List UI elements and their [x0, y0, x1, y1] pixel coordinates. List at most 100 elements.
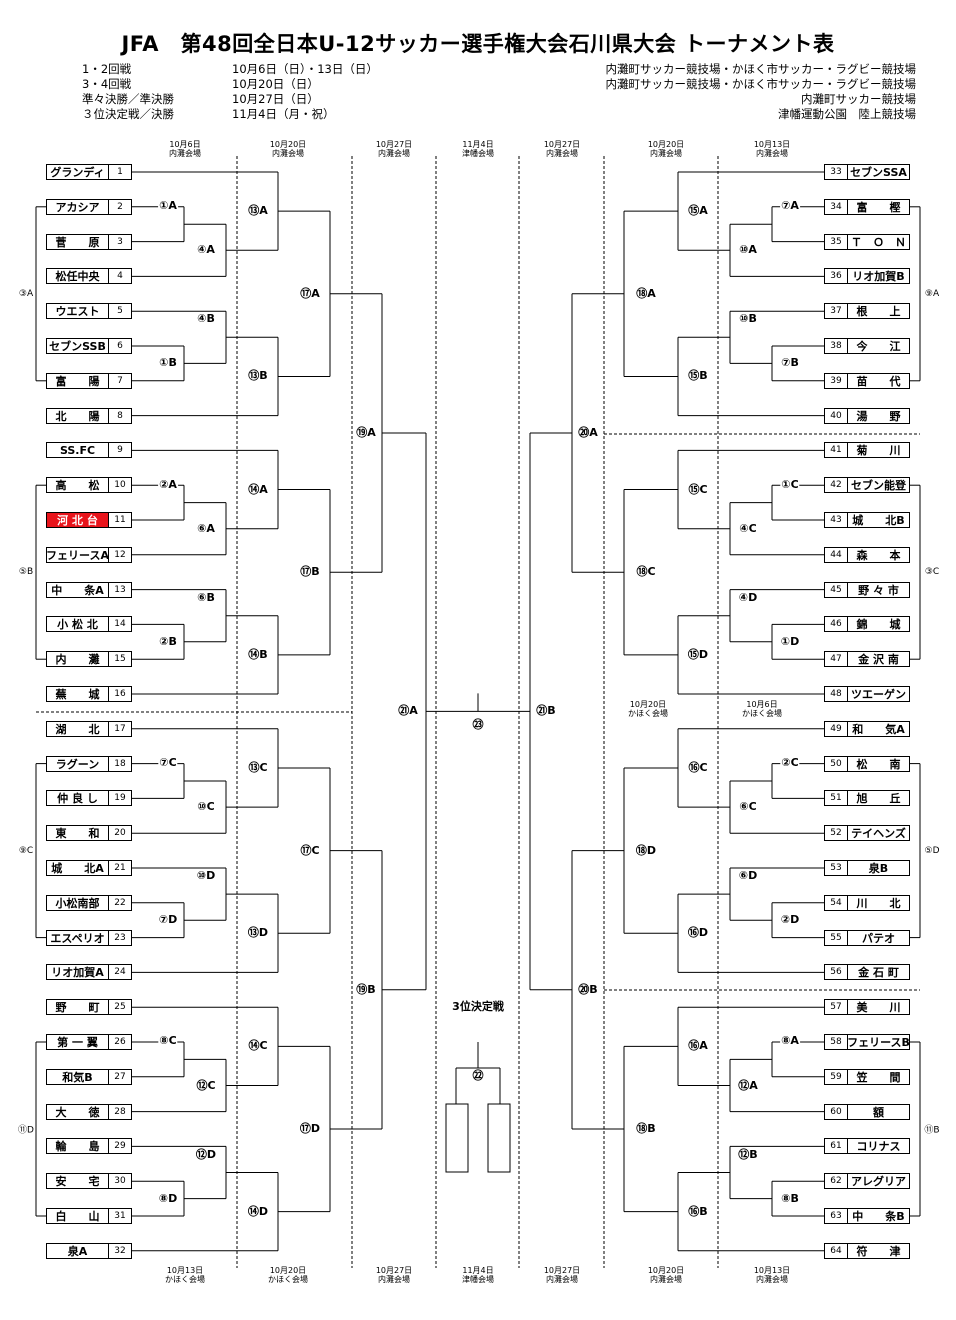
team-number: 63 [825, 1209, 848, 1223]
team-number: 20 [108, 826, 131, 841]
match-label: ①C [780, 477, 800, 491]
column-date: 10月27日 [543, 140, 581, 149]
column-venue: かほく会場 [628, 709, 668, 718]
team-number: 29 [108, 1139, 131, 1154]
team-name: 野 々 市 [858, 583, 899, 597]
team-number: 64 [825, 1243, 848, 1258]
team-row: 菊 川 41 [824, 442, 910, 459]
match-label: ⑰A [299, 286, 321, 300]
match-label: ⑧D [157, 1191, 179, 1205]
column-venue: 内灘会場 [378, 1275, 410, 1284]
team-number: 33 [825, 165, 848, 179]
match-label: ⑬D [246, 926, 270, 940]
team-number: 4 [108, 269, 131, 284]
column-header: 10月6日かほく会場 [720, 700, 804, 718]
team-name: Ｔ Ｏ Ｎ [851, 235, 906, 249]
team-name: グランディ [50, 166, 105, 179]
group-label: ⑨C [18, 845, 34, 856]
team-row: 輪 島 29 [46, 1138, 132, 1155]
team-name: 符 津 [856, 1244, 901, 1258]
match-label: ⑲B [355, 982, 377, 996]
team-name: 泉A [67, 1244, 88, 1258]
team-number: 41 [825, 443, 848, 458]
team-name: 笠 間 [856, 1070, 901, 1084]
team-name: リオ加賀A [51, 966, 104, 980]
team-name: 金 石 町 [858, 966, 899, 980]
group-label: ⑤B [18, 567, 34, 578]
group-label: ⑪D [18, 1125, 34, 1136]
team-number: 58 [825, 1035, 848, 1049]
team-number: 52 [825, 826, 848, 841]
team-name: 和気B [62, 1070, 93, 1084]
team-name: 湯 野 [856, 409, 901, 423]
team-name: 輪 島 [55, 1140, 100, 1154]
match-label: ⑮D [686, 647, 710, 661]
team-number: 27 [108, 1069, 131, 1084]
schedule-round: 3・4回戦 [82, 77, 132, 91]
match-label: ⑰B [299, 565, 321, 579]
team-name: 第 一 翼 [57, 1036, 98, 1049]
team-name: 北 陽 [55, 409, 100, 423]
column-date: 10月20日 [269, 1266, 307, 1275]
team-name: ラグーン [55, 757, 100, 771]
team-name: 小松南部 [55, 896, 100, 910]
column-venue: かほく会場 [165, 1275, 205, 1284]
team-name: パテオ [862, 931, 895, 945]
team-name: 仲 良 し [57, 792, 98, 806]
team-name: 松任中央 [55, 270, 100, 284]
team-name: 東 和 [55, 827, 100, 841]
match-label: ㉑B [535, 704, 557, 718]
team-name: 安 宅 [55, 1175, 100, 1189]
team-name: 野 町 [55, 1001, 100, 1015]
team-row: 松任中央 4 [46, 268, 132, 285]
team-name: 金 沢 南 [858, 653, 899, 667]
team-number: 16 [108, 687, 131, 701]
team-number: 45 [825, 582, 848, 597]
column-venue: 内灘会場 [378, 149, 410, 158]
team-name: セブン能登 [851, 479, 906, 493]
team-row: 野 々 市 45 [824, 581, 910, 598]
column-header: 10月27日内灘会場 [520, 1266, 604, 1284]
team-number: 54 [825, 895, 848, 910]
team-name: SS.FC [59, 443, 96, 457]
team-number: 9 [108, 443, 131, 458]
team-name: 菊 川 [856, 444, 901, 458]
match-label: ⑧A [780, 1034, 800, 1048]
schedule-round: 1・2回戦 [82, 62, 132, 76]
column-venue: 津幡会場 [462, 149, 494, 158]
column-venue: 内灘会場 [546, 1275, 578, 1284]
match-label: ⑯A [687, 1039, 709, 1053]
team-number: 53 [825, 861, 848, 875]
column-venue: かほく会場 [742, 709, 782, 718]
team-number: 59 [825, 1069, 848, 1084]
team-row: 笠 間 59 [824, 1068, 910, 1085]
team-number: 10 [108, 478, 131, 493]
team-row: 和気B 27 [46, 1068, 132, 1085]
team-number: 19 [108, 791, 131, 806]
match-label: ⑥C [738, 800, 758, 814]
column-header: 10月20日内灘会場 [624, 140, 708, 158]
match-label: ⑭C [247, 1039, 269, 1053]
team-name: フェリースB [848, 1036, 909, 1049]
schedule-round: ３位決定戦／決勝 [82, 107, 174, 121]
match-label: ④C [738, 521, 758, 535]
column-date: 11月4日 [462, 140, 494, 149]
